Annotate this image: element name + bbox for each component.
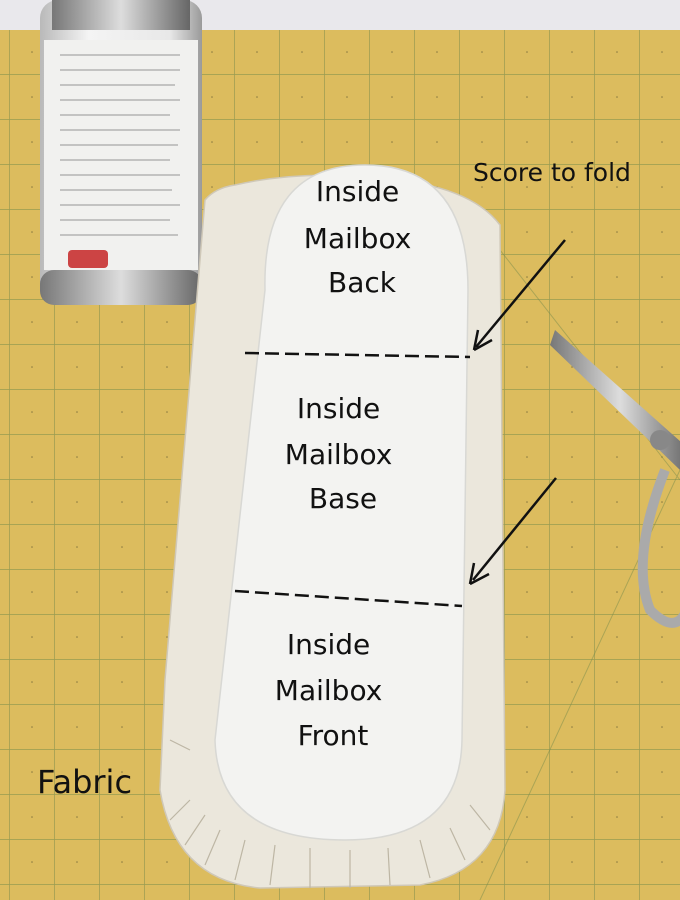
foam-board [214,164,469,841]
label-score-to-fold: Score to fold [473,158,631,187]
label-front: Inside Mailbox Front [275,628,391,752]
score-line-bottom [234,589,463,608]
spray-can [40,0,202,305]
label-fabric: Fabric [37,763,132,801]
fabric-slits [169,739,491,888]
score-line-top [244,351,471,359]
arrow-top [472,239,566,352]
label-back: Inside Mailbox Back [304,175,420,299]
arrow-bottom [468,477,557,586]
label-base: Inside Mailbox Base [285,392,401,515]
